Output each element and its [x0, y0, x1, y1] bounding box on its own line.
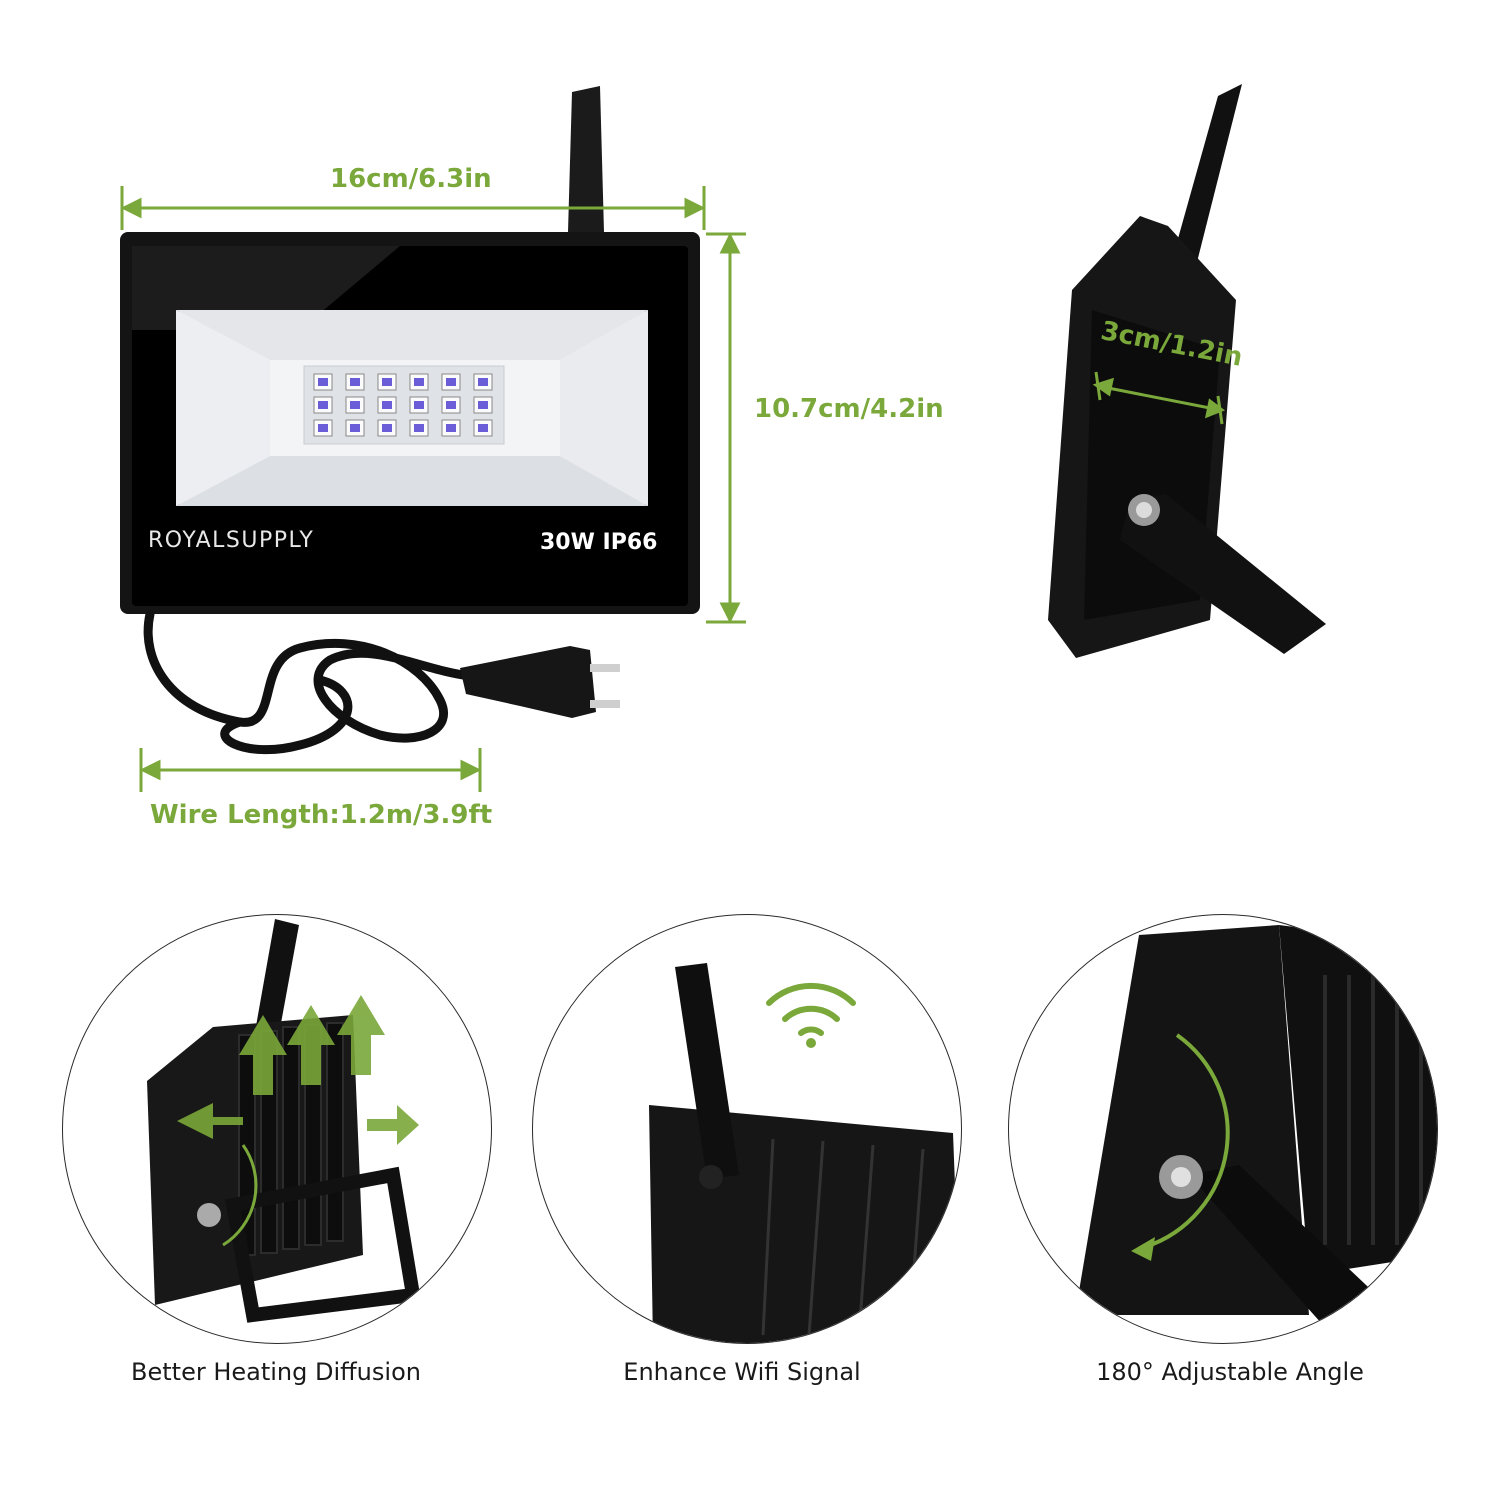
led-board	[303, 365, 505, 445]
wifi-illustration	[649, 963, 961, 1343]
led-diode	[318, 378, 328, 386]
side-view: 3cm/1.2in	[1000, 60, 1400, 700]
led-diode	[446, 401, 456, 409]
wire-length-label: Wire Length:1.2m/3.9ft	[150, 800, 493, 830]
side-bracket	[1120, 494, 1326, 654]
side-antenna	[1172, 84, 1242, 266]
feature-wifi	[532, 914, 962, 1344]
led-diode	[478, 424, 488, 432]
led-diode	[350, 378, 360, 386]
front-view-illustration	[120, 86, 746, 792]
led-diode	[318, 401, 328, 409]
wifi-antenna	[675, 963, 739, 1179]
angle-illustration	[1075, 925, 1437, 1343]
feature-heating	[62, 914, 492, 1344]
led-diode	[350, 401, 360, 409]
led-diode	[382, 378, 392, 386]
led-diode	[478, 401, 488, 409]
height-dimension-label: 10.7cm/4.2in	[754, 394, 944, 424]
rotate-arrow-icon	[1144, 1033, 1230, 1249]
feature-heating-label: Better Heating Diffusion	[131, 1358, 421, 1386]
led-diode	[382, 401, 392, 409]
power-cable	[143, 609, 475, 743]
feature-wifi-label: Enhance Wifi Signal	[623, 1358, 861, 1386]
antenna	[568, 86, 604, 232]
width-dimension-label: 16cm/6.3in	[330, 164, 492, 194]
feature-angle-label: 180° Adjustable Angle	[1096, 1358, 1364, 1386]
side-view-illustration	[1048, 84, 1326, 658]
led-diode	[446, 378, 456, 386]
led-diode	[318, 424, 328, 432]
led-diode	[414, 378, 424, 386]
led-diode	[414, 424, 424, 432]
feature-angle	[1008, 914, 1438, 1344]
heating-illustration	[147, 919, 422, 1323]
front-view: ROYALSUPPLY 30W IP66 16cm/6.3in 10.7cm/4…	[0, 0, 1000, 860]
brand-label: ROYALSUPPLY	[148, 528, 315, 553]
led-diode	[446, 424, 456, 432]
led-diode	[382, 424, 392, 432]
plug	[460, 646, 596, 718]
wifi-icon	[766, 982, 856, 1036]
led-diode	[478, 378, 488, 386]
led-diode	[414, 401, 424, 409]
heat-arrows-icon	[177, 995, 419, 1145]
rating-label: 30W IP66	[540, 530, 658, 555]
led-diode	[350, 424, 360, 432]
